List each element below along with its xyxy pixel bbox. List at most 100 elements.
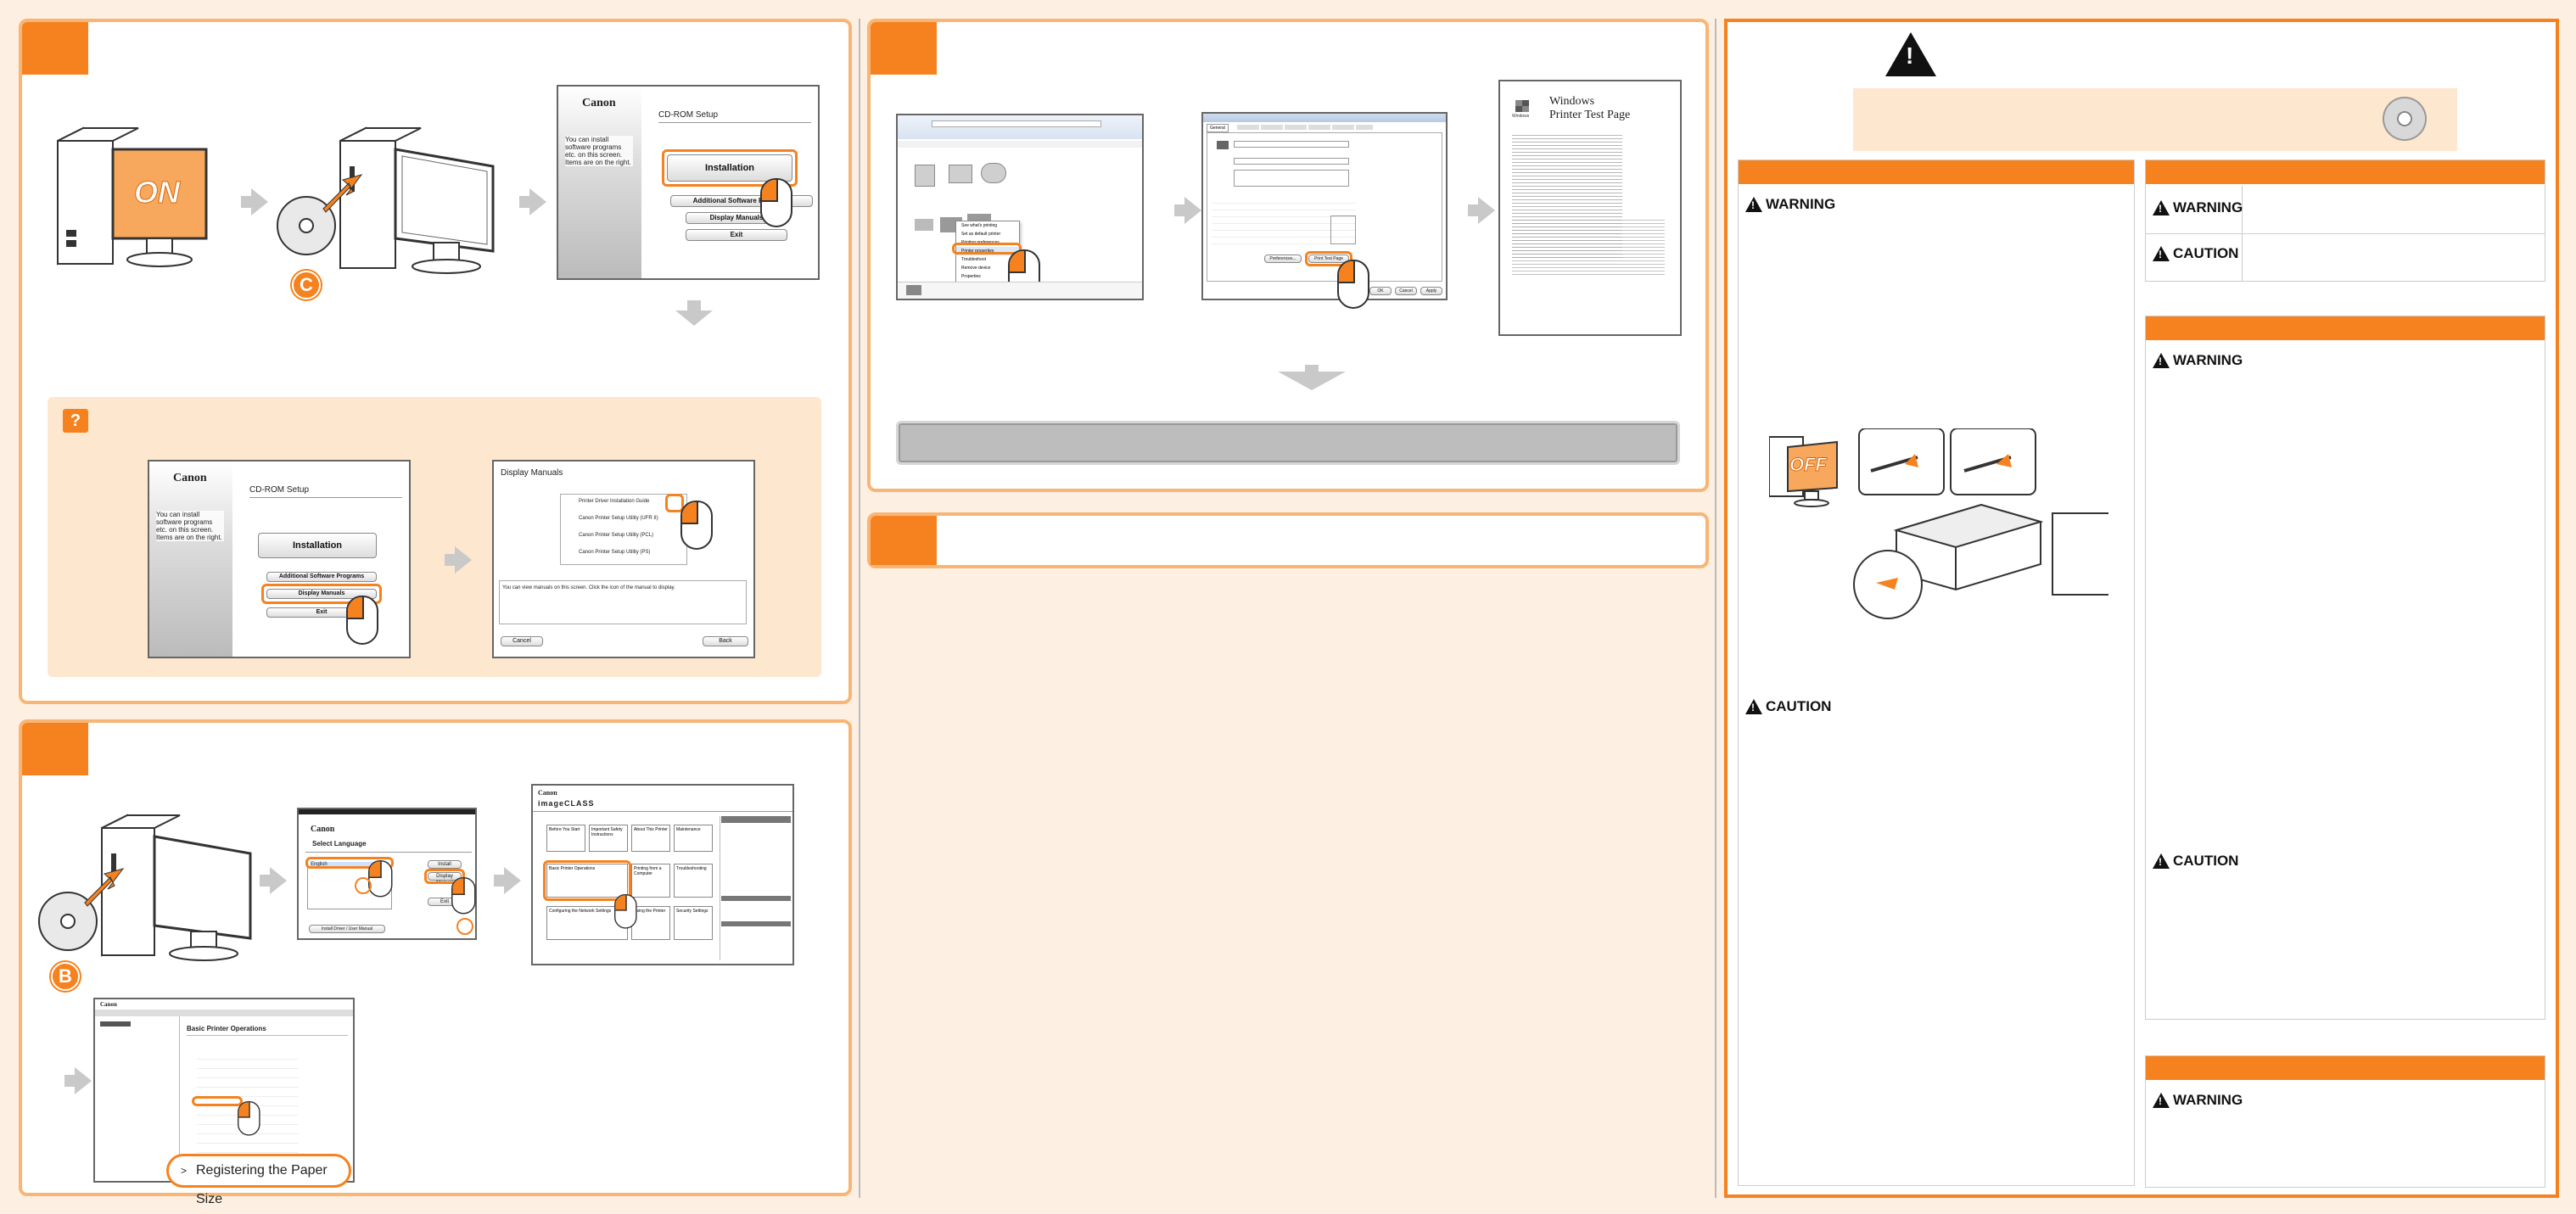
warning-icon — [2153, 1093, 2170, 1108]
arrow-down-icon — [675, 300, 713, 326]
cdrom-desc: You can install software programs etc. o… — [156, 511, 224, 541]
step-number-box — [871, 516, 937, 565]
paper-size-callout[interactable]: > Registering the Paper Size — [166, 1154, 351, 1206]
manuals-title: Display Manuals — [501, 468, 563, 478]
manual-tile[interactable]: Basic Printer Operations — [546, 864, 628, 898]
section-header — [2146, 316, 2545, 340]
windows-logo-icon — [1515, 100, 1529, 112]
manuals-desc: You can view manuals on this screen. Cli… — [502, 585, 675, 590]
pc-insert-disc-illustration: C — [268, 107, 514, 310]
arrow-right-icon — [260, 867, 287, 894]
test-page-title-1: Windows — [1549, 95, 1595, 108]
warning-label: WARNING — [2153, 352, 2243, 369]
menu-item[interactable]: See what's printing — [961, 223, 998, 228]
exit-button[interactable]: Exit — [686, 229, 787, 241]
manual-tile[interactable]: Using the Printer — [631, 906, 670, 940]
orange-circle-icon — [456, 918, 473, 935]
display-manuals-highlight — [261, 584, 382, 604]
language-highlight — [305, 857, 394, 869]
callout-text: Registering the Paper Size — [196, 1163, 328, 1206]
caution-icon — [1745, 699, 1762, 714]
caution-label: CAUTION — [2153, 245, 2238, 262]
chevron-right-icon: > — [181, 1165, 188, 1177]
canon-logo: Canon — [582, 97, 616, 109]
installation-button[interactable]: Installation — [667, 154, 792, 182]
menu-item[interactable]: Printer properties — [956, 247, 1019, 255]
arrow-right-icon — [445, 546, 472, 573]
pc-on-illustration: ON — [49, 107, 219, 277]
installation-button[interactable]: Installation — [258, 533, 377, 558]
arrow-down-icon — [1278, 365, 1346, 390]
windows-wordmark: Windows — [1512, 114, 1530, 119]
step4-panel — [867, 512, 1709, 568]
user-manual-screenshot: Canon imageCLASS Before You Start Import… — [531, 784, 794, 965]
manual-tile[interactable]: Important Safety Instructions — [589, 825, 628, 852]
select-language-screenshot: Canon Select Language English Install Di… — [297, 808, 477, 940]
mouse-click-icon — [614, 894, 637, 929]
install-driver-button[interactable]: Install Driver / User Manual — [309, 925, 385, 933]
step1-panel: ON C Canon CD-ROM Setup You can install … — [19, 19, 852, 704]
manual-tile[interactable]: About This Printer — [631, 825, 670, 852]
result-bar — [896, 421, 1680, 465]
warning-icon — [2153, 353, 2170, 368]
cancel-button[interactable]: Cancel — [1395, 287, 1417, 295]
arrow-right-icon — [519, 188, 546, 215]
step-number-box — [22, 723, 88, 775]
tab-general[interactable]: General — [1207, 124, 1229, 132]
safety-box-1: WARNING CAUTION — [2145, 159, 2545, 282]
language-english[interactable]: English — [311, 862, 389, 867]
display-manuals-button[interactable]: Display Manuals — [266, 589, 377, 599]
mouse-click-icon — [1337, 260, 1369, 309]
additional-software-button[interactable]: Additional Software Programs — [266, 572, 377, 582]
column-divider — [1715, 19, 1716, 1198]
manual-item-2[interactable]: Canon Printer Setup Utility (UFR II) — [579, 516, 658, 521]
orange-circle-icon — [355, 877, 372, 894]
safety-box-2: WARNING CAUTION — [2145, 316, 2545, 1020]
cancel-button[interactable]: Cancel — [501, 636, 543, 646]
install-button[interactable]: Install — [428, 860, 462, 869]
menu-item[interactable]: Remove device — [961, 266, 991, 271]
arrow-right-icon — [241, 188, 268, 215]
print-test-page-button[interactable]: Print Test Page — [1308, 255, 1349, 263]
devices-printers-screenshot: See what's printing Set as default print… — [896, 114, 1144, 300]
manual-item-3[interactable]: Canon Printer Setup Utility (PCL) — [579, 533, 654, 538]
section-header — [2146, 160, 2545, 184]
manual-tile[interactable]: Maintenance — [674, 825, 713, 852]
installation-highlight — [662, 149, 798, 187]
printer-properties-highlight — [952, 243, 1022, 255]
ok-button[interactable]: OK — [1369, 287, 1392, 295]
safety-column-left: WARNING OFF CAU — [1738, 159, 2135, 1186]
caution-icon — [2153, 246, 2170, 261]
caution-icon — [2153, 853, 2170, 869]
warning-label: WARNING — [2153, 199, 2243, 216]
mouse-click-icon — [346, 596, 378, 645]
manual-tile[interactable]: Troubleshooting — [674, 864, 713, 898]
menu-item[interactable]: Troubleshoot — [961, 257, 986, 262]
menu-item[interactable]: Set as default printer — [961, 232, 1001, 237]
section-header — [1739, 160, 2134, 184]
cdrom-setup-screenshot-2: Canon CD-ROM Setup You can install softw… — [148, 460, 411, 658]
cd-note-bar — [1853, 88, 2457, 151]
printer-unplug-illustration: OFF — [1768, 428, 2126, 632]
back-button[interactable]: Back — [703, 636, 748, 646]
manual-tile[interactable]: Before You Start — [546, 825, 585, 852]
mouse-click-icon — [368, 860, 393, 898]
product-name: imageCLASS — [538, 799, 595, 808]
arrow-right-icon — [64, 1067, 92, 1094]
apply-button[interactable]: Apply — [1420, 287, 1442, 295]
manual-tile[interactable]: Security Settings — [674, 906, 713, 940]
canon-logo: Canon — [173, 472, 207, 484]
mouse-click-icon — [760, 178, 792, 227]
manual-tile[interactable]: Printing from a Computer — [631, 864, 670, 898]
manual-item-1[interactable]: Printer Driver Installation Guide — [579, 499, 650, 504]
test-page-title-2: Printer Test Page — [1549, 109, 1631, 121]
manual-item-4[interactable]: Canon Printer Setup Utility (PS) — [579, 550, 651, 555]
help-note: ? Canon CD-ROM Setup You can install sof… — [48, 397, 821, 677]
display-manuals-screenshot: Display Manuals Printer Driver Installat… — [492, 460, 755, 658]
select-language-title: Select Language — [312, 840, 367, 848]
menu-item[interactable]: Properties — [961, 274, 981, 279]
manual-page-screenshot: Canon Basic Printer Operations — [93, 998, 355, 1183]
cdrom-setup-screenshot: Canon CD-ROM Setup You can install softw… — [557, 85, 820, 280]
arrow-right-icon — [494, 867, 521, 894]
preferences-button[interactable]: Preferences... — [1264, 255, 1302, 263]
